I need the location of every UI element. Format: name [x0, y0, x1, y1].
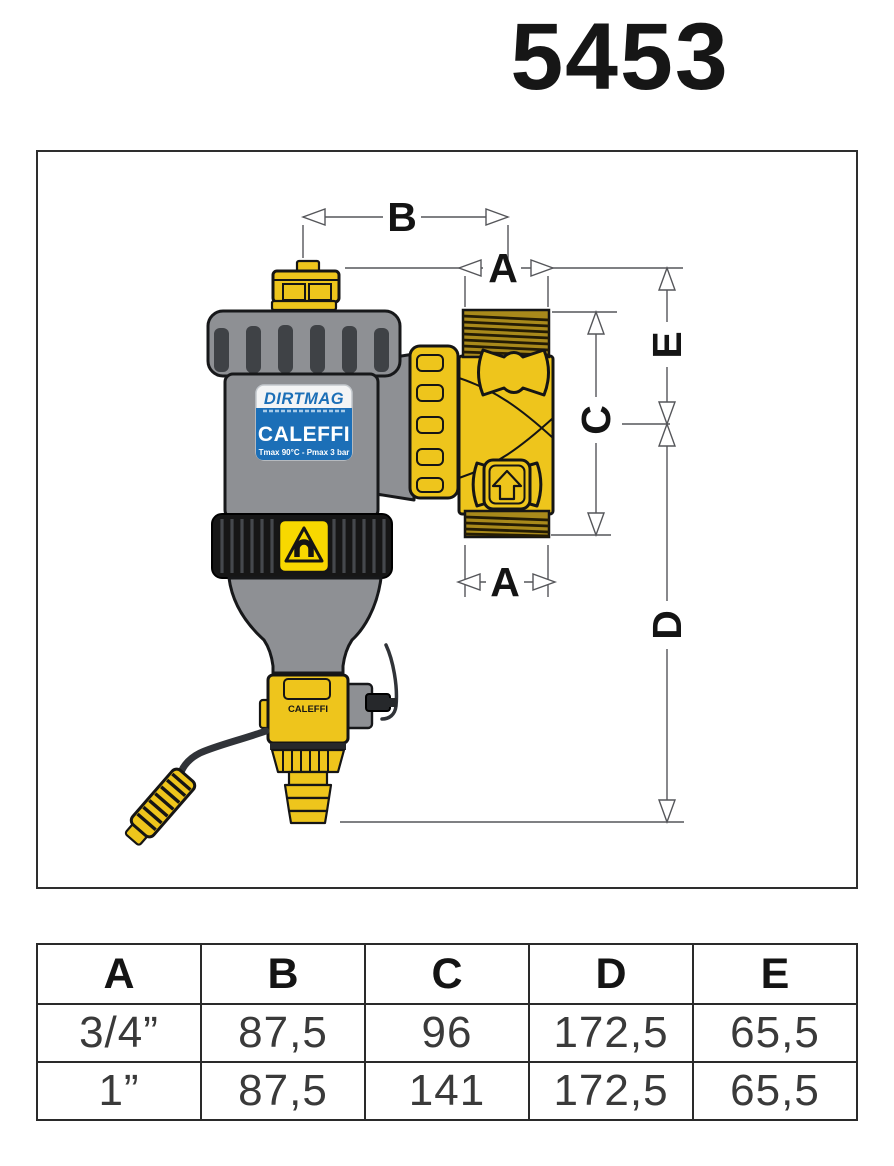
barb-ridge-1	[283, 783, 333, 800]
dim-b-arrow-left	[300, 208, 326, 226]
col-header-a: A	[36, 943, 202, 1005]
dim-d-arrow-bottom	[658, 799, 676, 825]
dim-c: C	[551, 309, 619, 538]
union-nut	[408, 344, 460, 500]
cell-d: 172,5	[528, 1061, 694, 1121]
valve-top-port	[283, 678, 331, 700]
barb-ridge-3	[287, 809, 329, 825]
dim-e-arrow-bottom	[658, 401, 676, 427]
cell-size: 1”	[36, 1061, 202, 1121]
dim-a-top-arrow-left	[456, 259, 482, 277]
dim-a-bottom: A	[455, 545, 558, 605]
product-code-title: 5453	[510, 4, 730, 110]
drawing-frame	[36, 150, 858, 889]
dim-e-label: E	[644, 331, 690, 358]
dim-a-top-label: A	[488, 245, 518, 291]
funnel-body	[227, 576, 383, 675]
cell-c: 96	[364, 1003, 530, 1063]
valve-brand-text: CALEFFI	[288, 704, 328, 715]
hose-nut-ribs	[282, 751, 329, 771]
dim-e: E	[622, 265, 690, 427]
dim-a-bottom-arrow-left	[455, 573, 481, 591]
dirt-separator-device: DIRTMAG CALEFFI Tmax 90°C - Pmax 3 bar	[124, 259, 555, 846]
warning-label-plate	[277, 518, 331, 574]
dim-a-top-arrow-right	[530, 259, 556, 277]
col-header-d: D	[528, 943, 694, 1005]
tee-cast-line-1	[458, 377, 554, 439]
hose-nut-body	[270, 748, 346, 774]
tee-cast-line-2	[458, 417, 554, 479]
cell-size: 3/4”	[36, 1003, 202, 1063]
magnet-ring-ribs	[220, 519, 386, 573]
cell-c: 141	[364, 1061, 530, 1121]
warning-triangle-icon	[284, 526, 324, 563]
dim-a-bottom-label: A	[490, 559, 520, 605]
tee-top-wing-emblem	[477, 348, 550, 397]
label-brand-name: CALEFFI	[258, 423, 350, 446]
valve-seal-band	[270, 743, 346, 750]
table-header-row: A B C D E	[36, 943, 858, 1005]
valve-side-knob	[365, 693, 391, 712]
cell-e: 65,5	[692, 1003, 858, 1063]
col-header-e: E	[692, 943, 858, 1005]
col-header-c: C	[364, 943, 530, 1005]
label-spec-text: Tmax 90°C - Pmax 3 bar	[259, 448, 350, 457]
table-row: 3/4” 87,5 96 172,5 65,5	[36, 1003, 858, 1063]
flow-direction-badge	[482, 458, 532, 511]
label-blue-band	[256, 408, 352, 460]
label-series-name: DIRTMAG	[264, 390, 344, 408]
lid-ribs	[214, 325, 389, 373]
top-lid	[206, 309, 402, 378]
dim-a-bottom-arrow-right	[532, 573, 558, 591]
dim-b-label: B	[387, 194, 417, 240]
col-header-b: B	[200, 943, 366, 1005]
cell-b: 87,5	[200, 1061, 366, 1121]
vent-cap-flange	[270, 299, 338, 312]
dim-d: D	[340, 421, 690, 825]
valve-side-knob-nub	[388, 698, 397, 707]
cell-e: 65,5	[692, 1061, 858, 1121]
tee-bottom-threads	[463, 509, 551, 539]
tee-top-threads	[461, 308, 551, 359]
magnet-warning-label	[277, 518, 331, 574]
lid-shell	[206, 309, 402, 378]
tee-fitting	[408, 308, 555, 539]
product-label: DIRTMAG CALEFFI Tmax 90°C - Pmax 3 bar	[255, 384, 353, 461]
knob-knurling	[136, 772, 192, 832]
barb-neck	[287, 770, 329, 787]
drain-valve: CALEFFI	[124, 673, 397, 846]
hose-nut	[270, 748, 346, 774]
cell-b: 87,5	[200, 1003, 366, 1063]
dim-b: B	[300, 194, 511, 262]
flow-arrow-icon	[491, 469, 523, 501]
dim-d-arrow-top	[658, 421, 676, 447]
dim-c-label: C	[573, 405, 619, 435]
barb-ridge-2	[285, 796, 331, 813]
knob-body	[129, 767, 197, 839]
dim-b-arrow-right	[485, 208, 511, 226]
dim-d-label: D	[644, 610, 690, 640]
dim-a-top: A	[345, 245, 683, 307]
dimension-annotations: B A A C	[300, 194, 690, 825]
magnet-ring	[211, 513, 393, 579]
drain-lever-tube	[177, 727, 270, 776]
dimensions-table: A B C D E 3/4” 87,5 96 172,5 65,5 1” 87,…	[36, 943, 858, 1121]
hose-barb	[283, 770, 333, 825]
dim-c-arrow-top	[587, 309, 605, 335]
dim-e-arrow-top	[658, 265, 676, 291]
dim-c-arrow-bottom	[587, 512, 605, 538]
drain-lever-knob	[124, 767, 197, 846]
magnet-icon	[294, 539, 314, 557]
table-row: 1” 87,5 141 172,5 65,5	[36, 1061, 858, 1121]
cell-d: 172,5	[528, 1003, 694, 1063]
